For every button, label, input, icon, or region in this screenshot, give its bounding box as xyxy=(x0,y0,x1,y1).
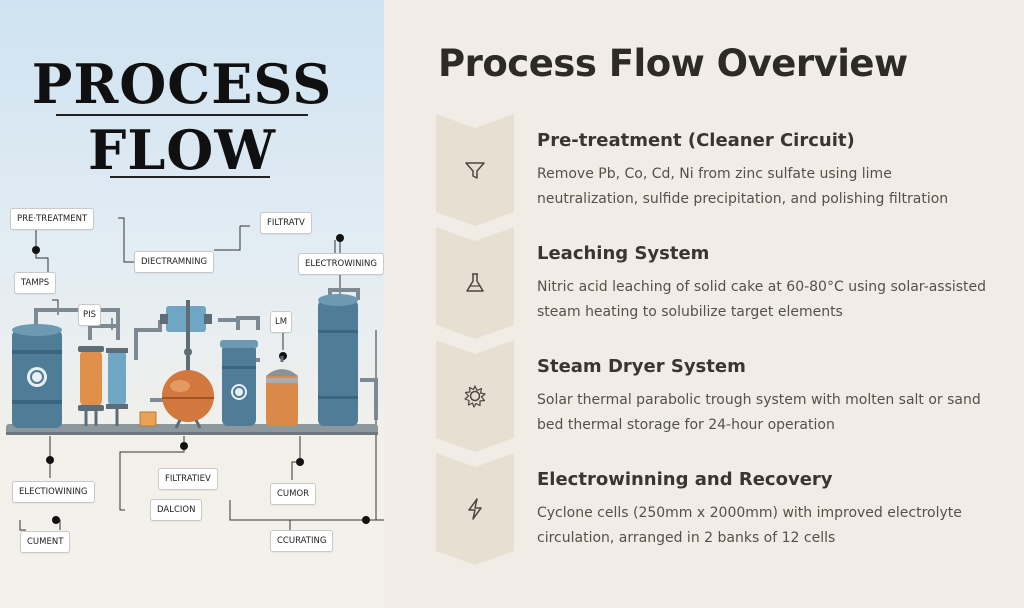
title-rule xyxy=(110,176,270,178)
label-tamps: TAMPS xyxy=(14,272,57,294)
label-electrowining: ELECTROWINING xyxy=(298,253,384,275)
label-pretreatment: PRE·TREATMENT xyxy=(10,208,95,230)
funnel-icon xyxy=(462,157,488,183)
illustration-title-line1: PROCESS xyxy=(31,52,333,116)
step-title: Steam Dryer System xyxy=(537,356,746,377)
label-ccurating: CCURATING xyxy=(270,530,334,552)
step-title: Leaching System xyxy=(537,243,710,264)
plant-diagram xyxy=(6,217,384,534)
label-lm: LM xyxy=(270,311,293,333)
step-chevron xyxy=(436,114,514,226)
sun-gear-icon xyxy=(462,383,488,409)
step-title: Pre-treatment (Cleaner Circuit) xyxy=(537,130,855,151)
label-dalcion: DALCION xyxy=(150,499,203,521)
step-description: Remove Pb, Co, Cd, Ni from zinc sulfate … xyxy=(537,166,949,207)
step-chevron xyxy=(436,453,514,565)
flask-icon xyxy=(462,270,488,296)
step-description: Solar thermal parabolic trough system wi… xyxy=(537,392,981,433)
step-description: Nitric acid leaching of solid cake at 60… xyxy=(537,279,987,320)
label-cument: CUMENT xyxy=(20,531,71,553)
label-pis: PIS xyxy=(78,304,102,326)
page-title: Process Flow Overview xyxy=(438,42,908,85)
label-diectramning: DIECTRAMNING xyxy=(134,251,215,273)
process-illustration: PROCESS FLOW PRE·TREATMENT TAMPS PIS DIE… xyxy=(0,0,384,608)
lightning-icon xyxy=(462,496,488,522)
step-description: Cyclone cells (250mm x 2000mm) with impr… xyxy=(537,505,962,546)
label-cumor: CUMOR xyxy=(270,483,317,505)
label-electiowining: ELECTIOWINING xyxy=(12,481,95,503)
illustration-title-line2: FLOW xyxy=(88,118,276,182)
title-rule xyxy=(56,114,308,116)
step-chevron xyxy=(436,340,514,452)
label-filtratiev: FILTRATIEV xyxy=(158,468,218,490)
overview-panel: Process Flow Overview Pre-treatment (Cle… xyxy=(384,0,1024,608)
step-chevron xyxy=(436,227,514,339)
label-filtratv: FILTRATV xyxy=(260,212,312,234)
step-title: Electrowinning and Recovery xyxy=(537,469,833,490)
